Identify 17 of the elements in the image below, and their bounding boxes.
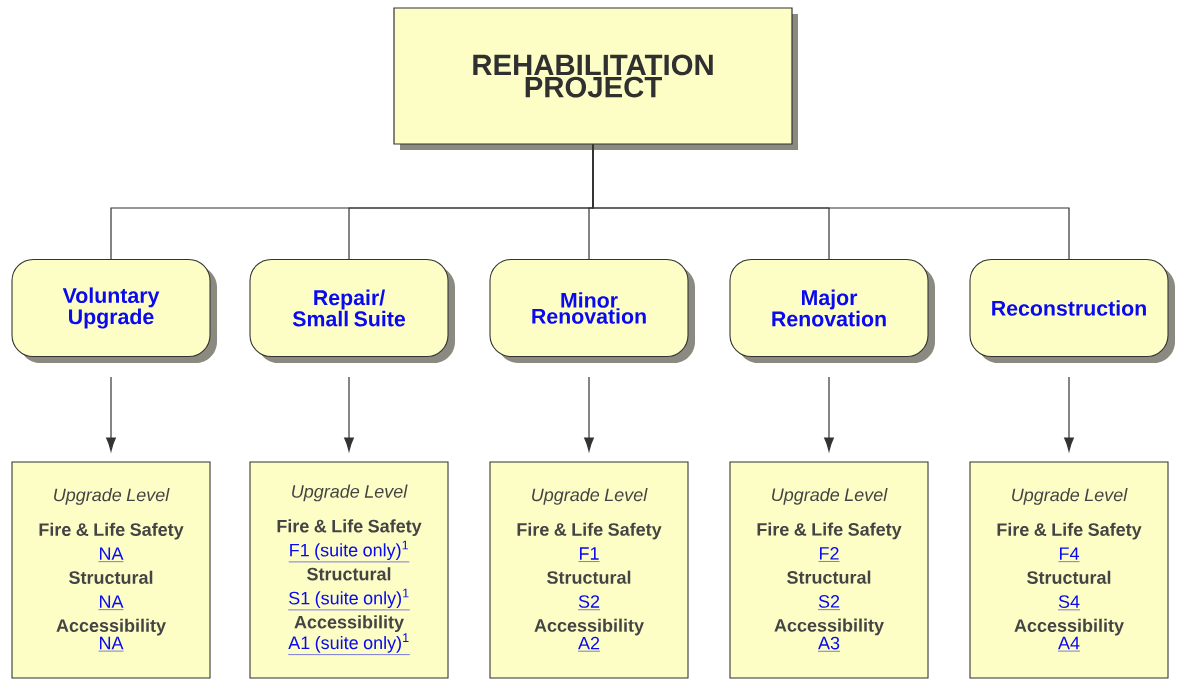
connector-line <box>592 144 1070 260</box>
title-box: REHABILITATION PROJECT <box>393 7 798 150</box>
arrow <box>106 376 116 452</box>
arrow <box>824 376 834 452</box>
level-box: Upgrade Level Fire & Life Safety F1 (suite only)$^{1}$ Structural S1 (suite only)$^{1}$ Accessibility A1 (suite only)$^{1}$ <box>249 461 449 679</box>
level-box: Upgrade Level Fire & Life Safety F2 Structural S2 Accessibility A3 <box>729 461 929 679</box>
category-box: Minor Renovation <box>489 258 695 363</box>
category-box: Reconstruction <box>969 258 1175 363</box>
level-box: Upgrade Level Fire & Life Safety NA Structural NA Accessibility NA <box>11 461 211 679</box>
arrow <box>1064 376 1074 452</box>
level-box: Upgrade Level Fire & Life Safety F4 Structural S4 Accessibility A4 <box>969 461 1169 679</box>
category-box: Repair/ Small Suite <box>249 258 455 363</box>
arrow <box>584 376 594 452</box>
level-box: Upgrade Level Fire & Life Safety F1 Structural S2 Accessibility A2 <box>489 461 689 679</box>
arrow <box>344 376 354 452</box>
category-box: Major Renovation <box>729 258 935 363</box>
category-box: Voluntary Upgrade <box>11 258 217 363</box>
